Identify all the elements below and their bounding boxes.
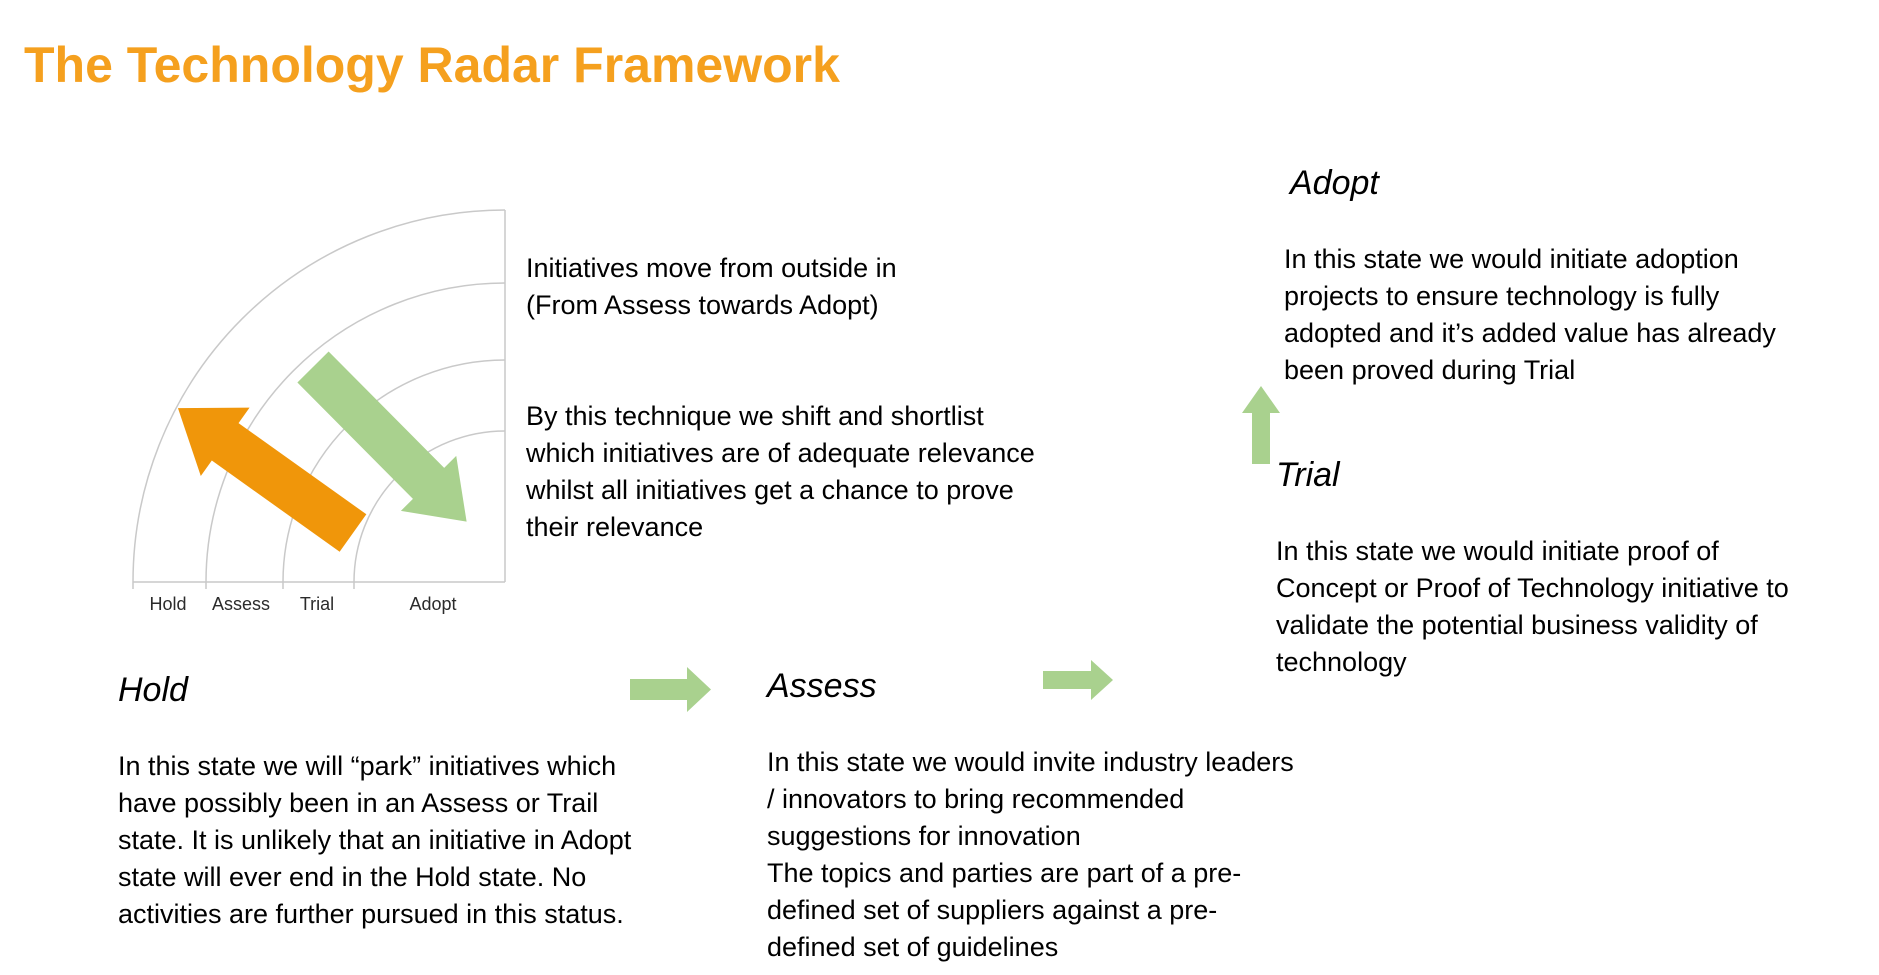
trial-body: In this state we would initiate proof of… bbox=[1276, 536, 1789, 677]
assess-heading: Assess bbox=[767, 667, 877, 705]
radar-arc-outer bbox=[132, 209, 506, 583]
ring-label-trial: Trial bbox=[300, 594, 334, 614]
radar-arc-2 bbox=[205, 282, 506, 583]
hold-heading: Hold bbox=[118, 671, 188, 709]
outward-arrow-icon bbox=[177, 407, 367, 552]
page-title: The Technology Radar Framework bbox=[24, 37, 840, 93]
section-hold: Hold In this state we will “park” initia… bbox=[118, 670, 678, 933]
ring-label-adopt: Adopt bbox=[409, 594, 456, 614]
assess-body: In this state we would invite industry l… bbox=[767, 747, 1294, 962]
radar-diagram: Hold Assess Trial Adopt bbox=[115, 190, 515, 630]
section-trial: Trial In this state we would initiate pr… bbox=[1276, 455, 1866, 681]
hold-body: In this state we will “park” initiatives… bbox=[118, 751, 632, 929]
trial-heading: Trial bbox=[1276, 456, 1340, 494]
intro-paragraph-2: By this technique we shift and shortlist… bbox=[526, 401, 1035, 542]
inward-arrow-icon bbox=[297, 351, 467, 522]
intro-paragraph-1: Initiatives move from outside in (From A… bbox=[526, 253, 897, 320]
radar-svg: Hold Assess Trial Adopt bbox=[132, 209, 506, 614]
ring-label-hold: Hold bbox=[149, 594, 186, 614]
trial-to-adopt-arrow-icon bbox=[1242, 386, 1280, 464]
ring-label-assess: Assess bbox=[212, 594, 270, 614]
adopt-heading: Adopt bbox=[1290, 164, 1379, 202]
section-adopt: Adopt In this state we would initiate ad… bbox=[1284, 163, 1870, 389]
assess-to-trial-arrow-icon bbox=[1043, 660, 1113, 700]
hold-to-assess-arrow-icon bbox=[630, 667, 711, 712]
intro-text: Initiatives move from outside in (From A… bbox=[526, 213, 1166, 583]
adopt-body: In this state we would initiate adoption… bbox=[1284, 244, 1776, 385]
section-assess: Assess In this state we would invite ind… bbox=[767, 666, 1327, 966]
